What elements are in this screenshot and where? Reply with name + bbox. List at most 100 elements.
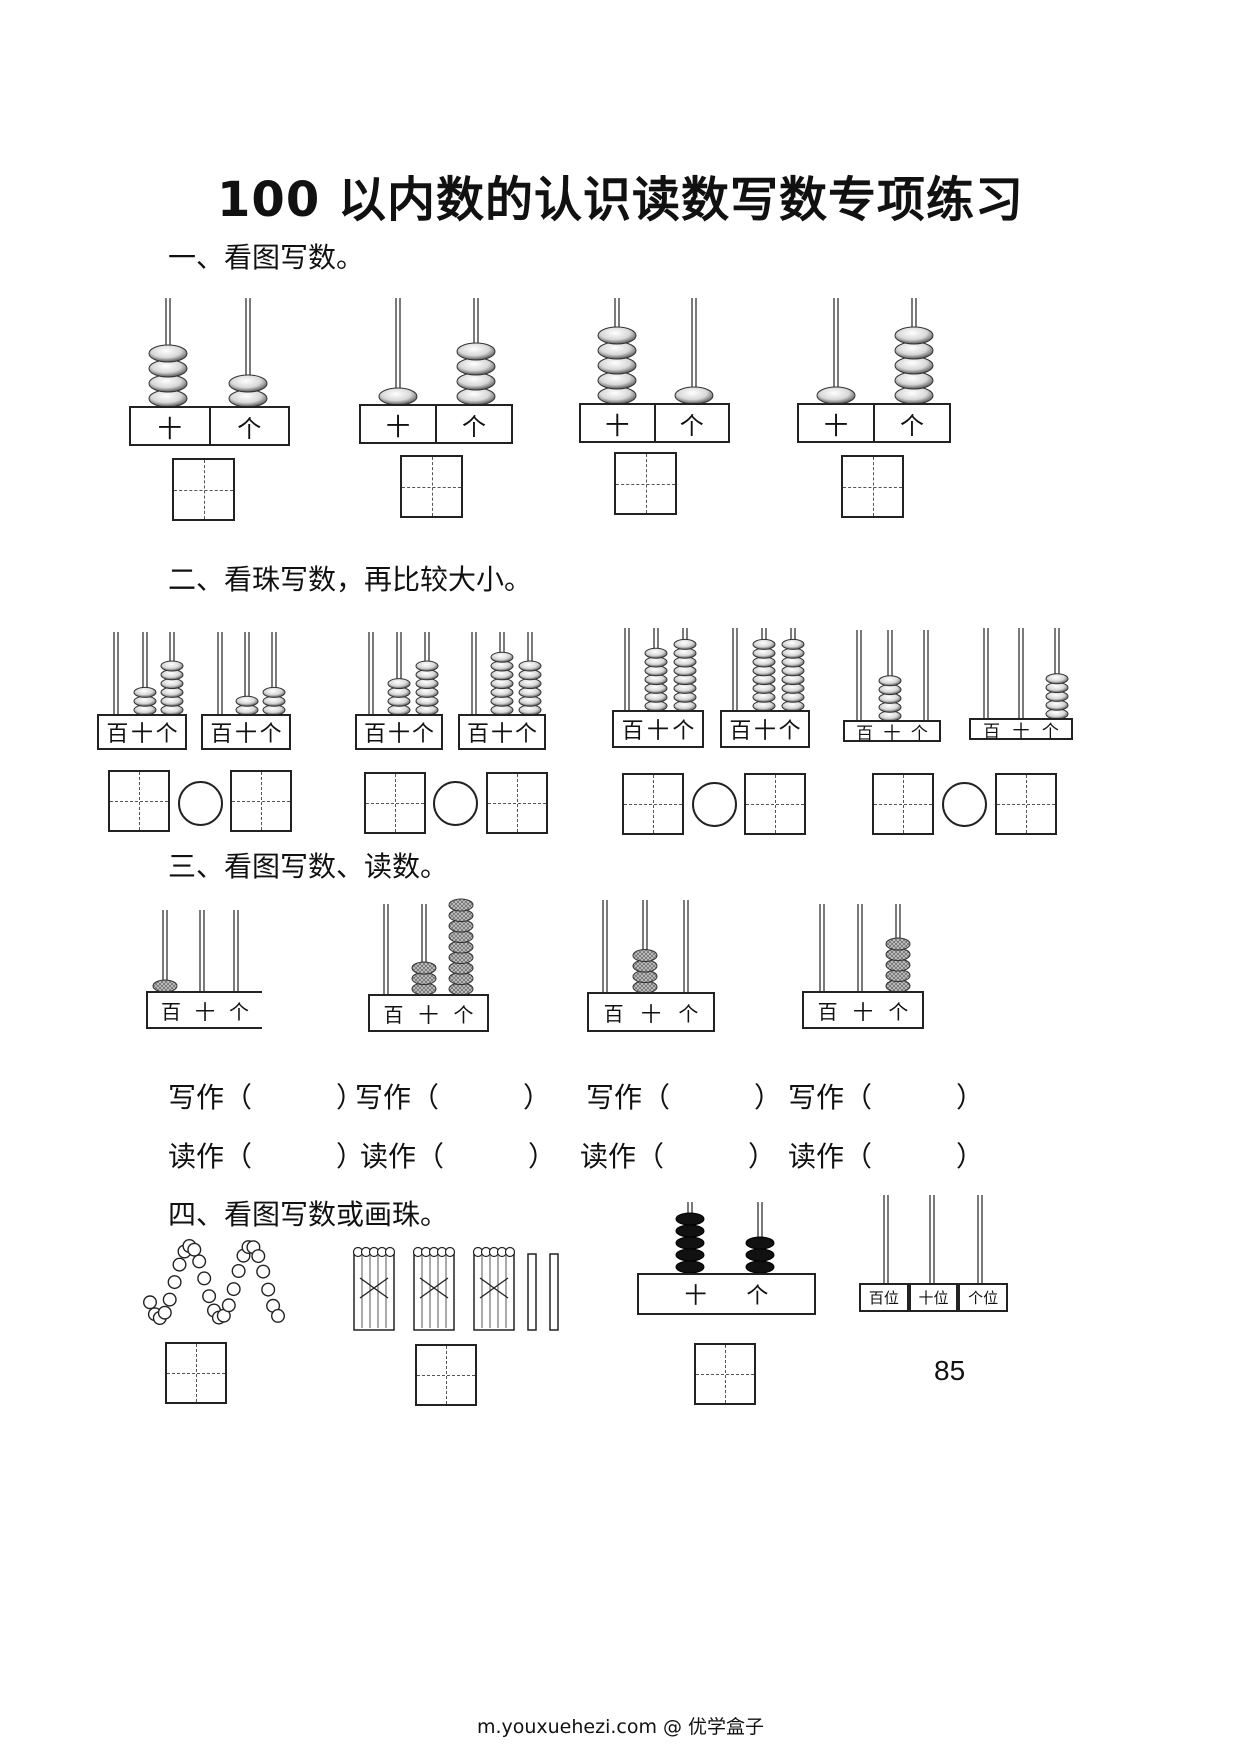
page-number: 85 <box>934 1355 966 1386</box>
abacus-3-2-frame: 百 十 个 <box>368 994 489 1032</box>
abacus-3-frame: 十 个 <box>579 403 730 443</box>
abacus-bead <box>597 326 637 345</box>
abacus-bead <box>148 344 188 363</box>
answer-box-s4-3[interactable] <box>694 1343 756 1405</box>
hundreds-label: 百 <box>383 1002 404 1027</box>
section-3-heading: 三、看图写数、读数。 <box>168 850 449 883</box>
bead <box>256 1264 271 1279</box>
bead <box>142 1295 158 1310</box>
tens-label: 十 <box>386 412 410 441</box>
abacus-bead <box>673 638 697 650</box>
abacus-4-frame: 十 个 <box>797 403 951 443</box>
tens-label: 十 <box>684 1284 707 1309</box>
bead <box>221 1298 236 1313</box>
abacus-2-2-frame: 百 十 个 <box>201 714 291 750</box>
section-2-heading: 二、看珠写数，再比较大小。 <box>168 563 533 596</box>
section-4-heading: 四、看图写数或画珠。 <box>168 1198 449 1231</box>
read-line-2[interactable]: 读作（ ） <box>360 1140 557 1173</box>
abacus-3-3-frame: 百 十 个 <box>587 992 715 1032</box>
read-line-1[interactable]: 读作（ ） <box>168 1140 365 1173</box>
answer-box-s4-2[interactable] <box>415 1344 477 1406</box>
answer-box-s4-1[interactable] <box>165 1342 227 1404</box>
tens-label: 十 <box>883 723 901 744</box>
tens-label: 十 <box>387 722 410 747</box>
bead <box>157 1305 172 1320</box>
tens-place-label: 十位 <box>908 1285 959 1310</box>
tens-label: 十 <box>852 999 873 1024</box>
page-title: 100 以内数的认识读数写数专项练习 <box>217 172 1024 228</box>
abacus-2-3-frame: 百 十 个 <box>355 714 443 750</box>
stick-bundle <box>473 1253 515 1331</box>
empty-abacus-frame[interactable]: 百位 十位 个位 <box>859 1283 1008 1312</box>
abacus-bead <box>781 638 805 650</box>
abacus-3-1-frame: 百 十 个 <box>146 991 262 1029</box>
compare-box-4-left[interactable] <box>872 773 934 835</box>
bead <box>192 1254 207 1269</box>
read-line-3[interactable]: 读作（ ） <box>580 1140 777 1173</box>
ones-label: 个 <box>746 1284 769 1309</box>
hundreds-label: 百 <box>729 719 752 744</box>
write-line-3[interactable]: 写作（ ） <box>586 1081 783 1114</box>
abacus-2-6-frame: 百 十 个 <box>720 710 810 748</box>
write-line-1[interactable]: 写作（ ） <box>168 1081 365 1114</box>
write-line-4[interactable]: 写作（ ） <box>788 1081 985 1114</box>
abacus-2-4-frame: 百 十 个 <box>458 714 546 750</box>
abacus-bead <box>675 1212 705 1226</box>
hundreds-place-label: 百位 <box>861 1285 909 1310</box>
stick-end <box>444 1246 456 1258</box>
compare-circle-1[interactable] <box>178 781 223 826</box>
stick-bundle <box>353 1253 395 1331</box>
abacus-2-frame: 十 个 <box>359 404 513 444</box>
hundreds-label: 百 <box>856 723 874 744</box>
answer-box-4[interactable] <box>841 455 904 518</box>
single-stick <box>549 1253 559 1331</box>
bead <box>167 1275 182 1290</box>
bead <box>187 1242 202 1257</box>
ones-label: 个 <box>678 1001 699 1026</box>
compare-circle-3[interactable] <box>692 782 737 827</box>
abacus-bead <box>644 647 668 659</box>
single-stick <box>527 1253 537 1331</box>
compare-box-4-right[interactable] <box>995 773 1057 835</box>
write-line-2[interactable]: 写作（ ） <box>355 1081 552 1114</box>
tens-label: 十 <box>640 1001 661 1026</box>
answer-box-3[interactable] <box>614 452 677 515</box>
compare-box-2-right[interactable] <box>486 772 548 834</box>
compare-circle-2[interactable] <box>433 781 478 826</box>
compare-box-1-left[interactable] <box>108 770 170 832</box>
bundle-tie <box>359 1277 389 1299</box>
answer-box-1[interactable] <box>172 458 235 521</box>
tens-label: 十 <box>605 411 630 440</box>
hundreds-label: 百 <box>210 722 233 747</box>
tens-label: 十 <box>646 719 669 744</box>
compare-box-3-left[interactable] <box>622 773 684 835</box>
abacus-bead <box>894 326 934 345</box>
bead <box>162 1292 177 1307</box>
compare-box-3-right[interactable] <box>744 773 806 835</box>
abacus-bead <box>456 342 496 361</box>
abacus-3-4-frame: 百 十 个 <box>802 991 924 1029</box>
stick-end <box>504 1246 516 1258</box>
compare-box-1-right[interactable] <box>230 770 292 832</box>
ones-label: 个 <box>653 405 729 441</box>
answer-box-2[interactable] <box>400 455 463 518</box>
bundle-tie <box>479 1277 509 1299</box>
compare-circle-4[interactable] <box>942 782 987 827</box>
abacus-2-8-frame: 百 十 个 <box>969 718 1073 742</box>
stick-end <box>384 1246 396 1258</box>
ones-label: 个 <box>778 719 801 744</box>
ones-label: 个 <box>259 722 282 747</box>
abacus-bead <box>752 638 776 650</box>
hundreds-label: 百 <box>817 999 838 1024</box>
abacus-bead <box>411 961 437 975</box>
compare-box-2-left[interactable] <box>364 772 426 834</box>
read-line-4[interactable]: 读作（ ） <box>788 1140 985 1173</box>
